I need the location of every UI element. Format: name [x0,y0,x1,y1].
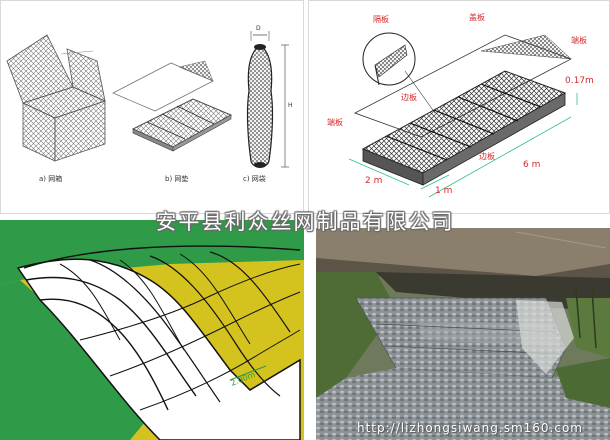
label-end-left: 端板 [327,117,343,127]
mattress-structure-panel: 隔板 盖板 端板 边板 端板 边板 0.17m 2 m 1 m 6 m [308,0,610,214]
dim-cell: 1 m [435,186,452,196]
gabion-box-figure [6,34,107,162]
bridge-gabion-photo [316,228,610,440]
bridge-deck [316,228,610,276]
slope-dim-line [55,325,71,355]
bag-diameter-label: D [256,25,261,32]
mattress-box [361,70,567,186]
label-side-bottom: 边板 [479,151,495,161]
mattress-structure-drawing: 隔板 盖板 端板 边板 端板 边板 0.17m 2 m 1 m 6 m [327,12,594,198]
gabion-types-drawing: D H a) 网箱 b) 网垫 c) 网袋 [6,25,293,183]
photo-drawing [316,228,610,440]
slope-mattress-sheet [16,258,301,440]
slope-protection-drawing: 1.00m 2.00m [0,220,304,440]
stone-ground [316,364,610,440]
gabion-mattress-figure [112,60,233,152]
label-end-top: 端板 [571,35,587,45]
gabion-types-panel: D H a) 网箱 b) 网垫 c) 网袋 [0,0,304,214]
dim-height: 0.17m [565,76,594,86]
label-divider: 隔板 [373,14,389,24]
lid-mesh-corner [480,34,572,60]
gabion-bag-figure [246,31,289,168]
slope-face-grass [0,280,150,440]
dim-width: 2 m [365,176,382,186]
bottom-dim-line [229,365,267,381]
caption-gabion-mattress: b) 网垫 [165,174,188,183]
gabion-wall [355,297,567,379]
label-lid: 盖板 [469,12,485,22]
divider-detail-circle [362,32,436,114]
caption-gabion-bag: c) 网袋 [243,174,266,183]
dimension-lines [348,93,578,198]
bag-height-label: H [288,102,293,109]
slope-protection-panel: 1.00m 2.00m [0,220,304,440]
label-side: 边板 [401,92,417,102]
caption-gabion-box: a) 网箱 [39,174,62,183]
dim-length: 6 m [523,160,540,170]
